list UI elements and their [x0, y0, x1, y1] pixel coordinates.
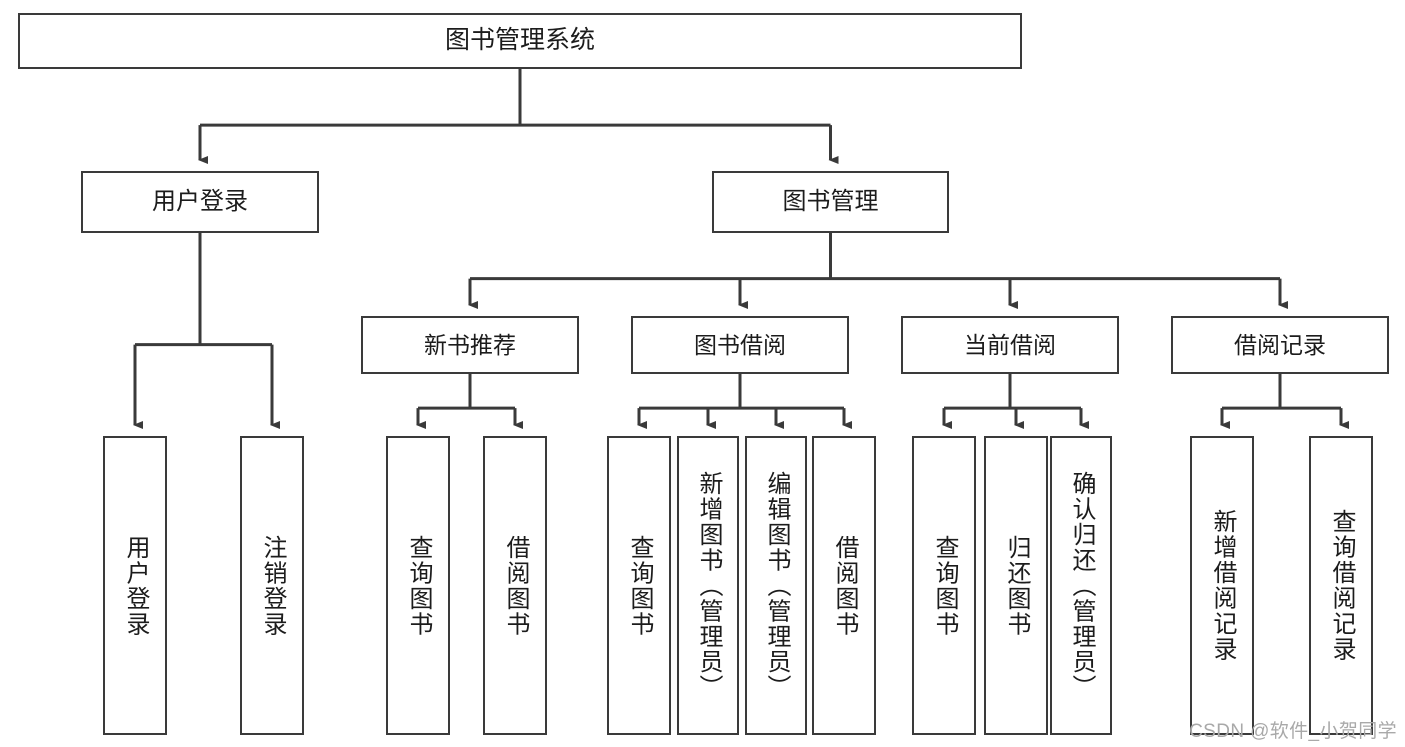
node-book-manage-label: 图书管理 [782, 188, 879, 215]
node-book-manage[interactable]: 图书管理 [712, 171, 949, 233]
node-leaf-user-login[interactable]: 用户登录 [103, 436, 167, 735]
node-current-borrow-label: 当前借阅 [964, 331, 1056, 358]
node-current-borrow[interactable]: 当前借阅 [901, 316, 1119, 374]
node-leaf-add-book-label: 新增图书（管理员） [695, 471, 722, 700]
node-leaf-query-record[interactable]: 查询借阅记录 [1309, 436, 1373, 735]
node-leaf-user-logout-label: 注销登录 [259, 534, 286, 637]
watermark-text: CSDN @软件_小贺同学 [1189, 721, 1397, 742]
node-leaf-return-book[interactable]: 归还图书 [984, 436, 1048, 735]
node-leaf-edit-book-label: 编辑图书（管理员） [763, 471, 790, 700]
node-leaf-query-record-label: 查询借阅记录 [1328, 509, 1355, 662]
node-leaf-borrow-book-2[interactable]: 借阅图书 [812, 436, 876, 735]
node-new-book-rec[interactable]: 新书推荐 [361, 316, 579, 374]
node-leaf-query-book-3-label: 查询图书 [931, 534, 958, 637]
node-user-login-label: 用户登录 [152, 188, 248, 215]
node-leaf-query-book-1[interactable]: 查询图书 [386, 436, 450, 735]
node-book-borrow-label: 图书借阅 [694, 331, 786, 358]
node-leaf-borrow-book-1-label: 借阅图书 [502, 534, 529, 637]
node-leaf-borrow-book-1[interactable]: 借阅图书 [483, 436, 547, 735]
node-leaf-borrow-book-2-label: 借阅图书 [831, 534, 858, 637]
node-book-borrow[interactable]: 图书借阅 [631, 316, 849, 374]
node-root[interactable]: 图书管理系统 [18, 13, 1022, 69]
node-leaf-confirm-return[interactable]: 确认归还（管理员） [1050, 436, 1112, 735]
node-leaf-user-logout[interactable]: 注销登录 [240, 436, 304, 735]
node-leaf-add-record-label: 新增借阅记录 [1209, 509, 1236, 662]
node-leaf-query-book-1-label: 查询图书 [405, 534, 432, 637]
node-new-book-rec-label: 新书推荐 [424, 331, 516, 358]
node-leaf-add-record[interactable]: 新增借阅记录 [1190, 436, 1254, 735]
node-leaf-edit-book[interactable]: 编辑图书（管理员） [745, 436, 807, 735]
node-user-login[interactable]: 用户登录 [81, 171, 319, 233]
node-root-label: 图书管理系统 [444, 26, 595, 55]
node-leaf-return-book-label: 归还图书 [1003, 534, 1030, 637]
node-leaf-query-book-3[interactable]: 查询图书 [912, 436, 976, 735]
node-leaf-query-book-2[interactable]: 查询图书 [607, 436, 671, 735]
node-leaf-add-book[interactable]: 新增图书（管理员） [677, 436, 739, 735]
node-leaf-query-book-2-label: 查询图书 [626, 534, 653, 637]
node-borrow-record-label: 借阅记录 [1234, 331, 1326, 358]
node-borrow-record[interactable]: 借阅记录 [1171, 316, 1389, 374]
node-leaf-confirm-return-label: 确认归还（管理员） [1068, 471, 1095, 700]
node-leaf-user-login-label: 用户登录 [122, 534, 149, 637]
